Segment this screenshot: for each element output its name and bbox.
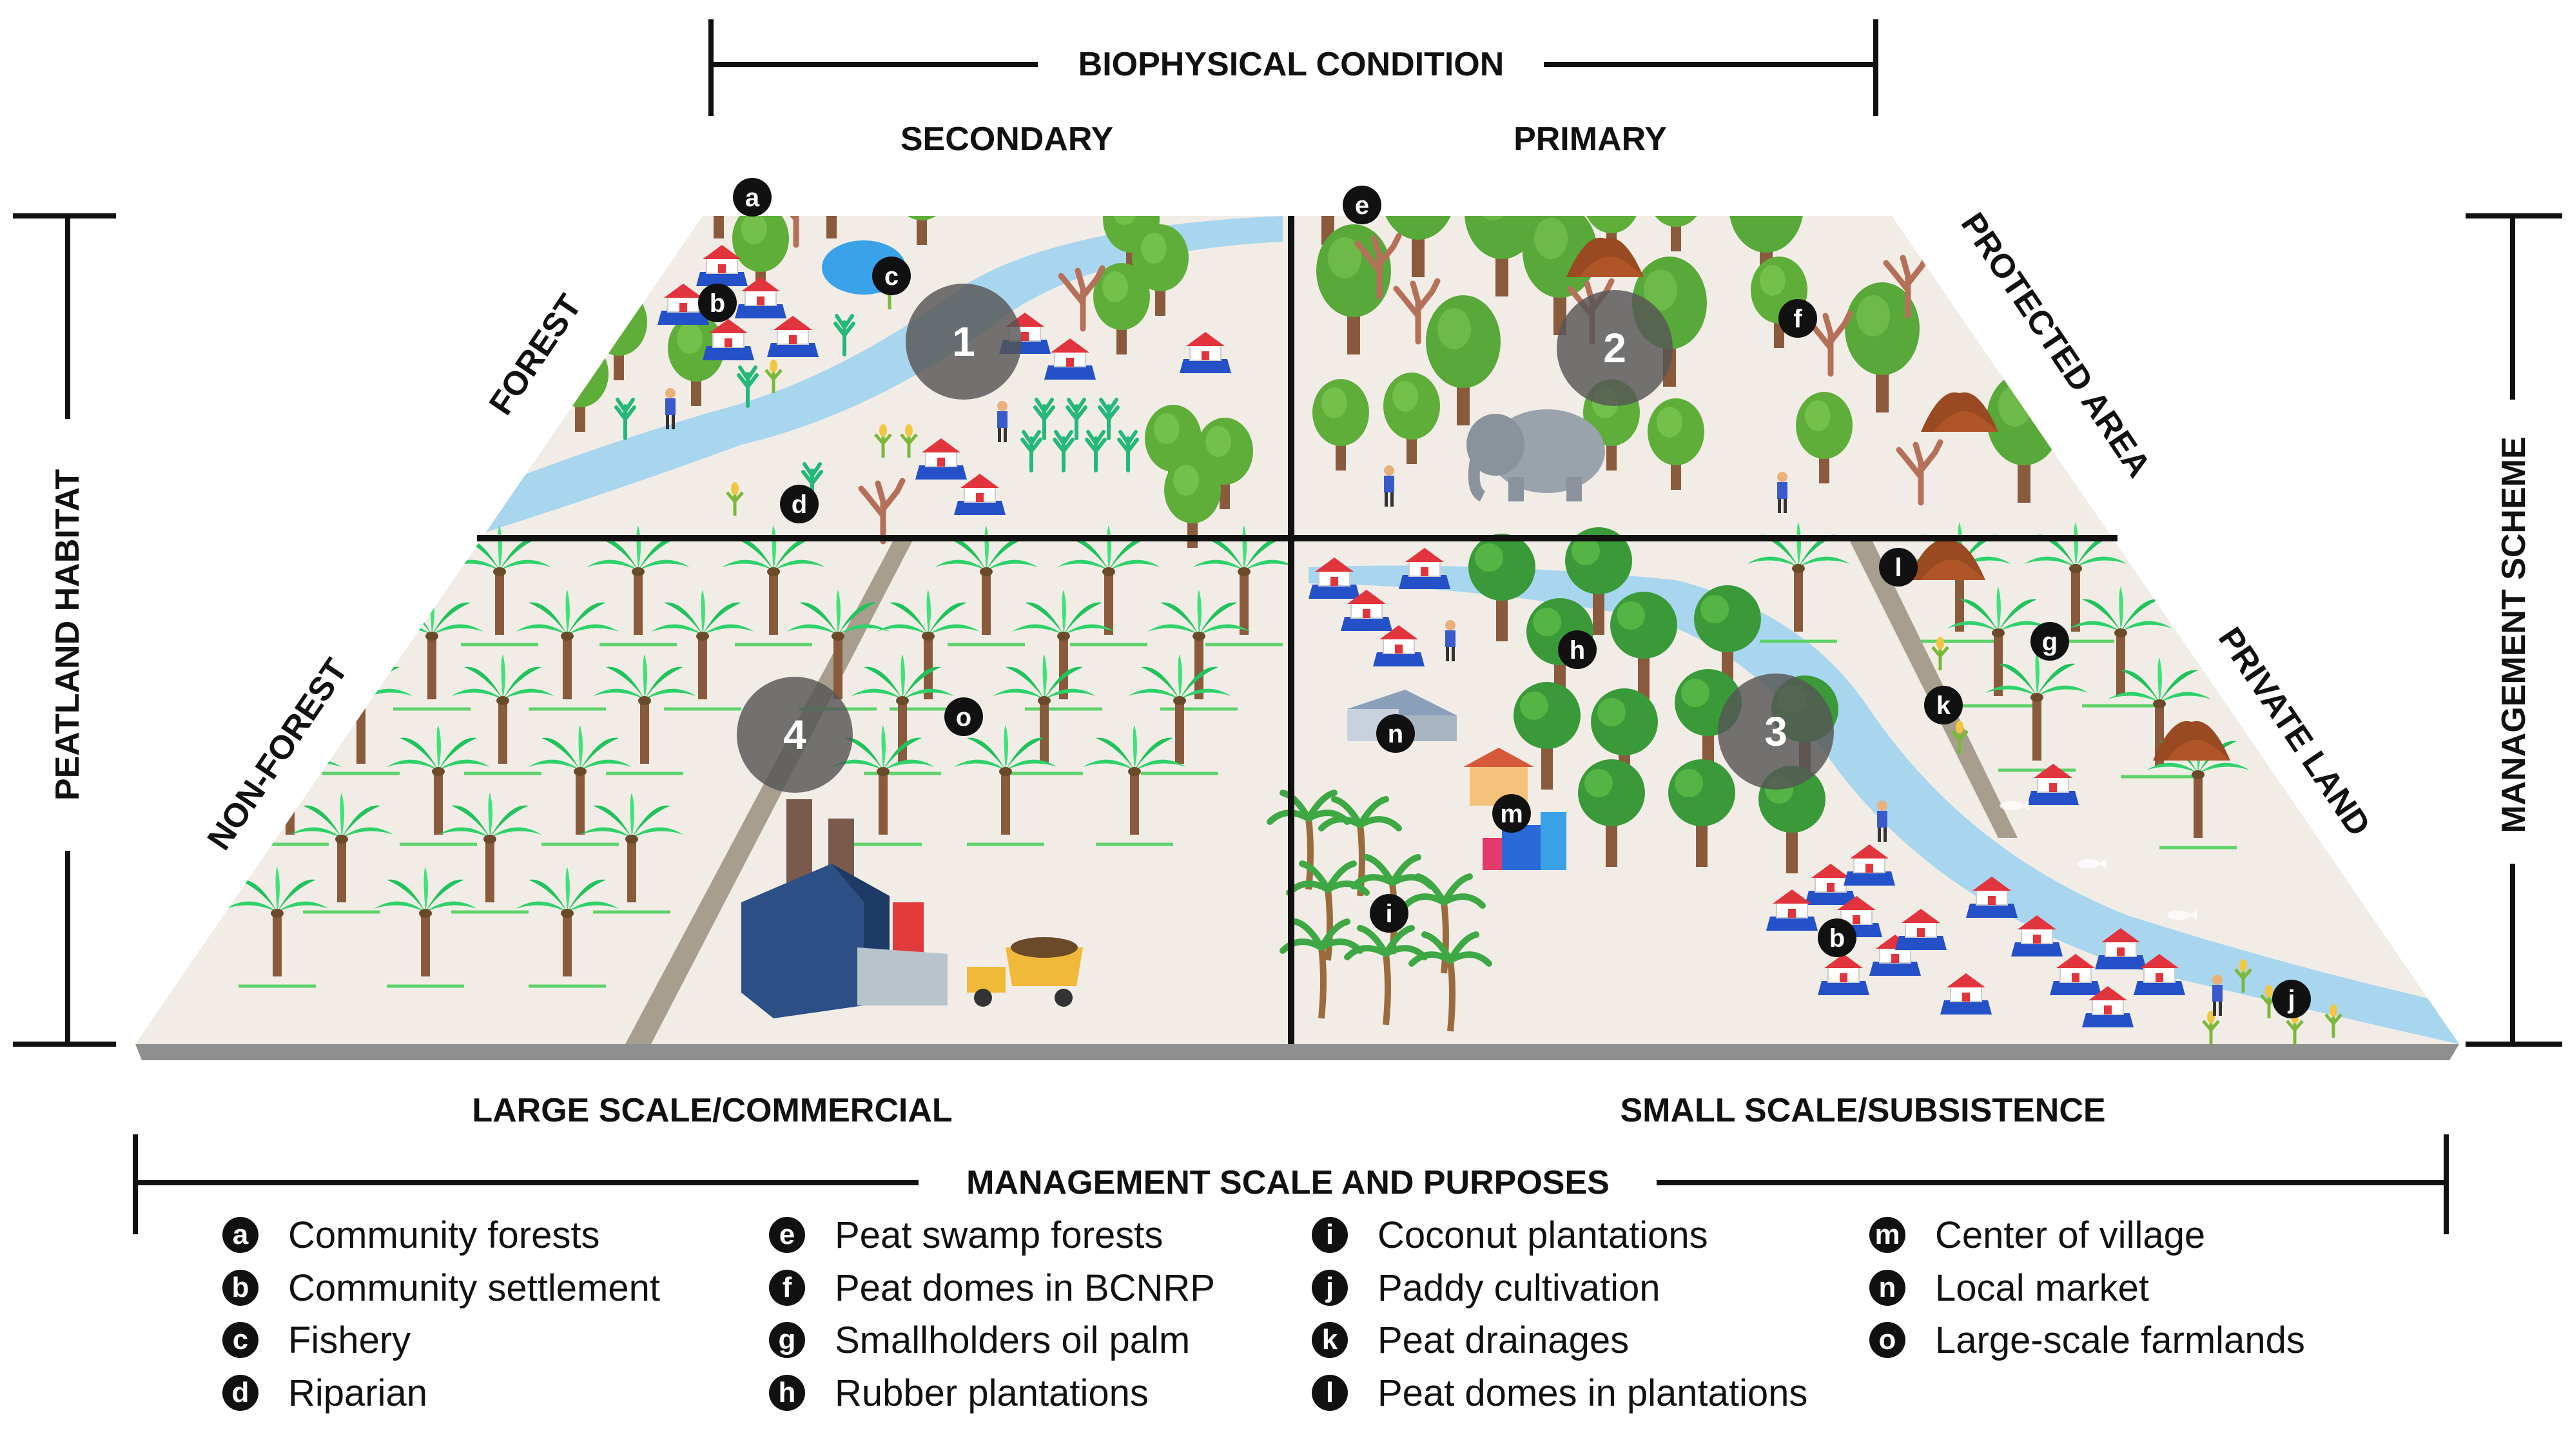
- svg-text:i: i: [1385, 900, 1392, 928]
- svg-text:c: c: [884, 262, 899, 291]
- svg-text:k: k: [1936, 692, 1951, 720]
- oil-palm-plantation: [226, 525, 1296, 1018]
- river-left: [451, 216, 1283, 535]
- badge-b-top: b: [698, 284, 737, 322]
- peatland-bracket: PEATLAND HABITAT: [13, 213, 116, 1047]
- svg-text:n: n: [1388, 720, 1403, 748]
- quadrant-number-1: 1: [906, 284, 1022, 400]
- svg-text:d: d: [792, 490, 807, 519]
- badge-g: g: [2030, 622, 2069, 661]
- svg-text:j: j: [2287, 985, 2295, 1014]
- quadrant-number-3: 3: [1718, 674, 1834, 790]
- primary-forest-area: [1290, 216, 2061, 513]
- svg-text:a: a: [745, 184, 760, 212]
- svg-text:4: 4: [783, 712, 806, 758]
- badge-b-bottom: b: [1818, 918, 1856, 957]
- svg-text:m: m: [1500, 800, 1523, 828]
- badge-n: n: [1376, 714, 1415, 753]
- svg-text:b: b: [710, 289, 725, 318]
- management-scale-label: MANAGEMENT SCALE AND PURPOSES: [966, 1164, 1610, 1201]
- quadrant-number-2: 2: [1557, 290, 1673, 406]
- svg-text:l: l: [1894, 554, 1902, 582]
- biophysical-bracket: BIOPHYSICAL CONDITION: [708, 19, 1878, 116]
- map-badges: a b c d e f g h i j k l m n o b: [698, 178, 2311, 1018]
- label-primary: PRIMARY: [1514, 121, 1667, 158]
- badge-c: c: [872, 257, 911, 295]
- badge-i: i: [1370, 894, 1408, 933]
- badge-f: f: [1778, 299, 1817, 338]
- label-large-scale: LARGE SCALE/COMMERCIAL: [472, 1092, 952, 1129]
- badge-l: l: [1879, 548, 1918, 587]
- label-forest: FOREST: [482, 288, 589, 422]
- elephant: [1466, 409, 1605, 502]
- svg-text:3: 3: [1764, 708, 1787, 755]
- badge-h: h: [1558, 630, 1597, 669]
- badge-e: e: [1343, 186, 1381, 224]
- peatland-label: PEATLAND HABITAT: [49, 469, 86, 801]
- dump-truck: [967, 937, 1083, 1007]
- svg-text:h: h: [1570, 636, 1585, 665]
- svg-text:1: 1: [952, 318, 975, 365]
- svg-text:b: b: [1829, 924, 1845, 953]
- management-scheme-bracket: MANAGEMENT SCHEME: [2466, 213, 2562, 1047]
- management-scale-bracket: MANAGEMENT SCALE AND PURPOSES: [133, 1134, 2449, 1234]
- badge-a: a: [733, 178, 772, 217]
- badge-k: k: [1924, 686, 1963, 724]
- svg-text:2: 2: [1603, 325, 1626, 371]
- badge-j: j: [2272, 980, 2311, 1018]
- badge-m: m: [1492, 794, 1531, 833]
- svg-text:f: f: [1793, 305, 1802, 333]
- factory: [741, 799, 948, 1018]
- svg-text:o: o: [956, 703, 971, 732]
- quadrant-number-4: 4: [737, 677, 853, 793]
- badge-d: d: [780, 485, 819, 523]
- label-secondary: SECONDARY: [900, 121, 1113, 158]
- badge-o: o: [944, 697, 983, 736]
- label-small-scale: SMALL SCALE/SUBSISTENCE: [1620, 1092, 2105, 1129]
- svg-text:g: g: [2042, 628, 2058, 656]
- landscape-platform: [135, 216, 2459, 1060]
- biophysical-label: BIOPHYSICAL CONDITION: [1078, 46, 1504, 83]
- management-scheme-label: MANAGEMENT SCHEME: [2495, 436, 2533, 833]
- svg-text:e: e: [1355, 191, 1369, 220]
